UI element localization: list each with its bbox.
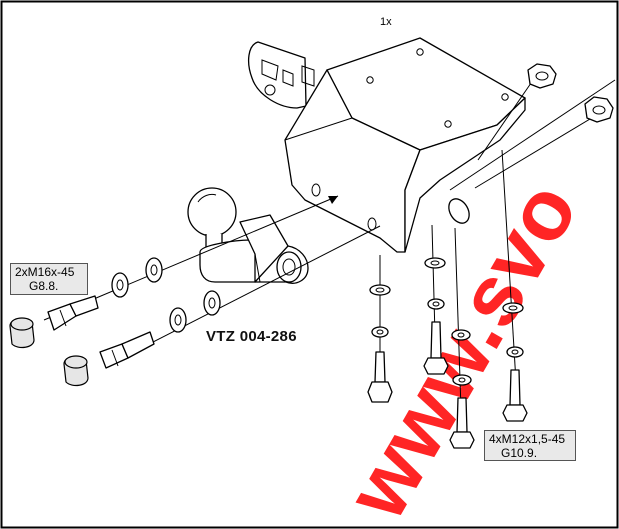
tow-bracket bbox=[284, 37, 526, 253]
bolt-spec-right-line2: G10.9. bbox=[501, 446, 538, 460]
bolt-spec-left-line2: G8.8. bbox=[29, 279, 59, 293]
rear-mount-plate bbox=[247, 41, 315, 109]
bolt-stack-1 bbox=[367, 284, 393, 403]
bolt-m16-lower bbox=[99, 331, 155, 369]
bolt-spec-box-right: 4xM12x1,5-45 G10.9. bbox=[484, 430, 576, 461]
bolt-spec-left-line1: 2xM16x-45 bbox=[15, 265, 75, 279]
lock-washer bbox=[145, 257, 163, 283]
washer bbox=[111, 272, 129, 298]
nut-m12 bbox=[527, 63, 557, 89]
quantity-label: 1x bbox=[380, 16, 392, 28]
bolt-stack-4 bbox=[502, 302, 528, 422]
tow-ball-assembly bbox=[187, 187, 309, 284]
washer bbox=[203, 290, 221, 316]
end-cap bbox=[63, 355, 89, 387]
nut-m12 bbox=[584, 96, 614, 123]
end-cap bbox=[9, 317, 35, 349]
model-number: VTZ 004-286 bbox=[206, 328, 297, 345]
bolt-spec-right-line1: 4xM12x1,5-45 bbox=[489, 432, 566, 446]
bolt-stack-3 bbox=[449, 329, 475, 449]
bolt-stack-2 bbox=[423, 257, 449, 375]
lock-washer bbox=[169, 307, 187, 333]
bolt-spec-box-left: 2xM16x-45 G8.8. bbox=[10, 263, 88, 295]
bolt-m16-upper bbox=[47, 295, 99, 331]
